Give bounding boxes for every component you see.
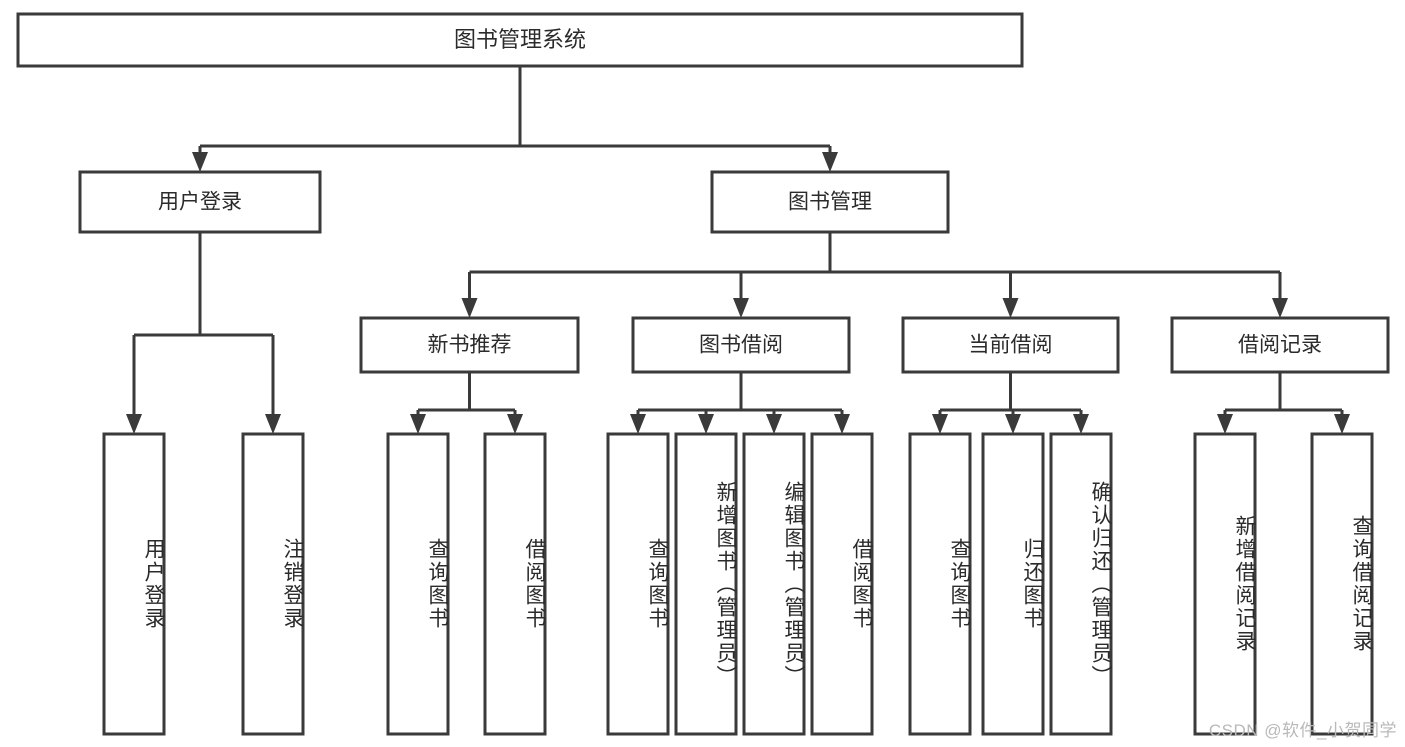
boxes-layer (16, 12, 1390, 736)
node-box-leaf-edit-book[interactable] (742, 432, 806, 736)
node-box-leaf-confirm-return[interactable] (1049, 432, 1113, 736)
arrow-to-book-manage (822, 152, 838, 172)
arrow-to-leaf-query-book-borrow (630, 414, 646, 434)
node-box-leaf-user-login[interactable] (102, 432, 166, 736)
node-box-leaf-query-book-cur[interactable] (908, 432, 972, 736)
node-box-root[interactable] (16, 12, 1024, 68)
arrow-to-leaf-add-record (1217, 414, 1233, 434)
node-label-book-borrow: 图书借阅 (699, 334, 783, 357)
node-box-current-borrow[interactable] (901, 316, 1120, 374)
arrow-to-leaf-logout (265, 414, 281, 434)
arrow-to-book-borrow (733, 298, 749, 318)
node-box-book-manage[interactable] (710, 170, 950, 234)
node-box-book-borrow[interactable] (631, 316, 851, 374)
node-box-leaf-return-book[interactable] (981, 432, 1045, 736)
arrow-to-new-book-rec (461, 298, 478, 318)
arrow-to-leaf-borrow-book (834, 414, 850, 434)
node-label-borrow-record: 借阅记录 (1238, 334, 1322, 357)
node-box-leaf-borrow-book[interactable] (810, 432, 874, 736)
node-box-user-login[interactable] (78, 170, 322, 234)
node-box-leaf-borrow-book-rec[interactable] (483, 432, 547, 736)
node-box-leaf-query-book-rec[interactable] (386, 432, 450, 736)
node-box-leaf-query-record[interactable] (1310, 432, 1374, 736)
arrow-to-leaf-confirm-return (1073, 414, 1089, 434)
arrow-to-borrow-record (1272, 298, 1288, 318)
node-box-leaf-add-record[interactable] (1193, 432, 1257, 736)
watermark-text: CSDN @软件_小贺同学 (1208, 721, 1397, 740)
arrow-to-current-borrow (1002, 298, 1019, 318)
node-box-borrow-record[interactable] (1170, 316, 1390, 374)
arrow-to-leaf-return-book (1005, 414, 1021, 434)
node-box-new-book-rec[interactable] (359, 316, 580, 374)
node-label-root: 图书管理系统 (454, 27, 586, 52)
node-box-leaf-add-book[interactable] (674, 432, 738, 736)
arrow-to-user-login (192, 152, 208, 172)
arrow-to-leaf-query-book-cur (932, 414, 948, 434)
node-label-current-borrow: 当前借阅 (969, 334, 1053, 357)
arrow-to-leaf-query-book-rec (410, 414, 426, 434)
arrow-to-leaf-query-record (1334, 414, 1350, 434)
node-box-leaf-logout[interactable] (241, 432, 305, 736)
node-label-user-login: 用户登录 (158, 191, 242, 214)
node-label-new-book-rec: 新书推荐 (428, 334, 512, 357)
node-box-leaf-query-book-borrow[interactable] (606, 432, 670, 736)
connectors-layer (126, 66, 1350, 434)
arrow-to-leaf-borrow-book-rec (507, 414, 523, 434)
arrow-to-leaf-add-book (698, 414, 714, 434)
arrow-to-leaf-user-login (126, 414, 142, 434)
arrow-to-leaf-edit-book (766, 414, 782, 434)
node-label-book-manage: 图书管理 (788, 191, 872, 214)
